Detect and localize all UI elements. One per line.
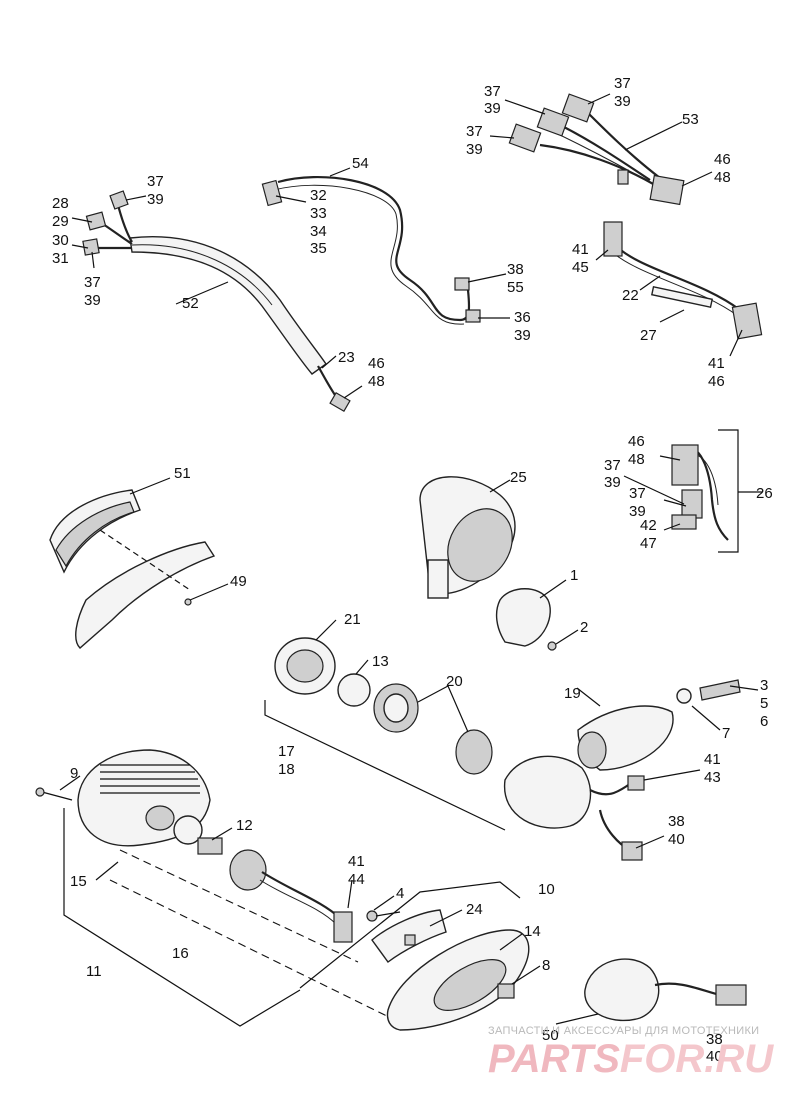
callout-3: 3 <box>760 677 768 694</box>
callout-37: 37 <box>629 485 646 502</box>
callout-51: 51 <box>174 465 191 482</box>
callout-40: 40 <box>706 1048 723 1065</box>
callout-42: 42 <box>640 517 657 534</box>
callout-55: 55 <box>507 279 524 296</box>
harness-53-drawing <box>508 93 685 206</box>
callout-37: 37 <box>604 457 621 474</box>
callout-45: 45 <box>572 259 589 276</box>
lamp-25-drawing <box>419 476 557 651</box>
leader-lines <box>59 93 762 1025</box>
callout-8: 8 <box>542 957 550 974</box>
harness-22-drawing <box>603 221 763 340</box>
callout-11: 11 <box>86 963 102 980</box>
turn-signal-17-drawing <box>264 637 741 861</box>
callout-46: 46 <box>714 151 731 168</box>
callout-52: 52 <box>182 295 199 312</box>
callout-39: 39 <box>484 100 501 117</box>
callout-5: 5 <box>760 695 768 712</box>
callout-37: 37 <box>147 173 164 190</box>
callout-24: 24 <box>466 901 483 918</box>
callout-18: 18 <box>278 761 295 778</box>
callout-38: 38 <box>668 813 685 830</box>
callout-39: 39 <box>614 93 631 110</box>
callout-46: 46 <box>708 373 725 390</box>
callout-40: 40 <box>668 831 685 848</box>
callout-7: 7 <box>722 725 730 742</box>
callout-39: 39 <box>629 503 646 520</box>
callout-13: 13 <box>372 653 389 670</box>
lamp-50-drawing <box>584 958 747 1022</box>
callout-39: 39 <box>147 191 164 208</box>
watermark-logo: PARTSFOR.RU <box>488 1037 774 1081</box>
callout-22: 22 <box>622 287 639 304</box>
callout-31: 31 <box>52 250 69 267</box>
callout-15: 15 <box>70 873 87 890</box>
callout-19: 19 <box>564 685 581 702</box>
callout-41: 41 <box>704 751 721 768</box>
callout-41: 41 <box>572 241 589 258</box>
callout-labels: 37 39 28 29 30 31 37 39 52 23 46 48 54 3… <box>52 75 773 1065</box>
callout-6: 6 <box>760 713 768 730</box>
callout-36: 36 <box>514 309 531 326</box>
callout-39: 39 <box>514 327 531 344</box>
callout-38: 38 <box>706 1031 723 1048</box>
callout-54: 54 <box>352 155 369 172</box>
callout-46: 46 <box>628 433 645 450</box>
callout-44: 44 <box>348 871 365 888</box>
callout-12: 12 <box>236 817 253 834</box>
watermark-logo-left: PARTS <box>488 1037 620 1081</box>
harness-52-drawing <box>82 190 351 413</box>
callout-48: 48 <box>368 373 385 390</box>
callout-37: 37 <box>614 75 631 92</box>
callout-37: 37 <box>484 83 501 100</box>
callout-32: 32 <box>310 187 327 204</box>
callout-4: 4 <box>396 885 404 902</box>
callout-47: 47 <box>640 535 657 552</box>
callout-50: 50 <box>542 1027 559 1044</box>
callout-39: 39 <box>466 141 483 158</box>
callout-37: 37 <box>84 274 101 291</box>
callout-30: 30 <box>52 232 69 249</box>
watermark-tagline: ЗАПЧАСТИ И АКСЕССУАРЫ ДЛЯ МОТОТЕХНИКИ <box>488 1025 759 1037</box>
harness-26-drawing <box>671 429 739 553</box>
callout-29: 29 <box>52 213 69 230</box>
callout-38: 38 <box>507 261 524 278</box>
callout-39: 39 <box>84 292 101 309</box>
callout-26: 26 <box>756 485 773 502</box>
callout-16: 16 <box>172 945 189 962</box>
callout-20: 20 <box>446 673 463 690</box>
callout-41: 41 <box>708 355 725 372</box>
callout-1: 1 <box>570 567 578 584</box>
callout-25: 25 <box>510 469 527 486</box>
callout-48: 48 <box>714 169 731 186</box>
tail-lamp-11-drawing <box>35 749 396 1027</box>
lamp-10-drawing <box>299 881 530 1031</box>
callout-9: 9 <box>70 765 78 782</box>
callout-49: 49 <box>230 573 247 590</box>
callout-14: 14 <box>524 923 541 940</box>
watermark-logo-right: FOR.RU <box>620 1037 774 1081</box>
callout-46: 46 <box>368 355 385 372</box>
callout-37: 37 <box>466 123 483 140</box>
callout-21: 21 <box>344 611 361 628</box>
callout-53: 53 <box>682 111 699 128</box>
watermark: ЗАПЧАСТИ И АКСЕССУАРЫ ДЛЯ МОТОТЕХНИКИ PA… <box>488 1025 774 1081</box>
callout-17: 17 <box>278 743 295 760</box>
callout-43: 43 <box>704 769 721 786</box>
callout-48: 48 <box>628 451 645 468</box>
callout-28: 28 <box>52 195 69 212</box>
callout-23: 23 <box>338 349 355 366</box>
callout-35: 35 <box>310 240 327 257</box>
callout-27: 27 <box>640 327 657 344</box>
callout-34: 34 <box>310 223 327 240</box>
callout-10: 10 <box>538 881 555 898</box>
callout-39: 39 <box>604 474 621 491</box>
harness-54-drawing <box>261 176 481 325</box>
callout-41: 41 <box>348 853 365 870</box>
callout-2: 2 <box>580 619 588 636</box>
bracket-51-drawing <box>49 489 216 649</box>
callout-33: 33 <box>310 205 327 222</box>
